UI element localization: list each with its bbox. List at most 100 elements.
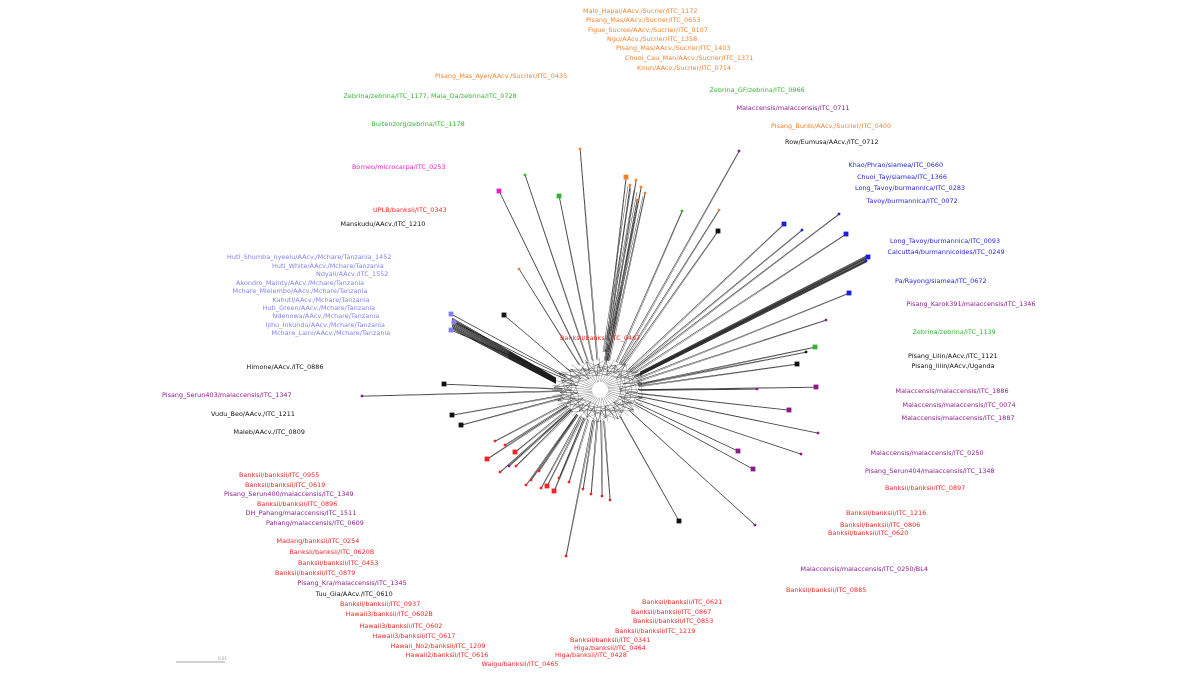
network-edge [608, 200, 638, 361]
network-edge [515, 408, 571, 453]
network-edge [540, 415, 581, 489]
taxon-label: Ijihu_Inkundu/AAcv./Mchare/Tanzania [265, 321, 385, 329]
network-edge [607, 384, 648, 388]
network-edge [608, 192, 646, 361]
network-edge [566, 396, 596, 413]
network-edge [494, 403, 566, 442]
tip-marker-square [735, 448, 741, 454]
taxon-label: Pisang_Mas/AAcv./Sucrier/ITC_1403 [616, 44, 731, 52]
network-edge [596, 363, 599, 376]
network-edge [605, 405, 612, 413]
network-edge [575, 398, 583, 405]
network-edge [560, 371, 593, 387]
taxon-label: Huti_Shumba_nyeelu/AAcv./Mchare/Tanzania… [227, 253, 392, 261]
network-edge [451, 317, 557, 379]
network-edge [570, 375, 582, 380]
network-edge [606, 375, 633, 380]
network-edge [499, 409, 571, 473]
taxon-label: Pisang_Serun404/malaccensis/ITC_1348 [865, 467, 995, 475]
network-edge [452, 395, 564, 416]
tip-marker-square [441, 381, 447, 387]
network-edge [619, 385, 631, 390]
network-edge [607, 180, 637, 361]
tip-marker-square [556, 193, 562, 199]
network-edge [624, 371, 632, 379]
network-edge [613, 363, 626, 373]
network-edge [444, 384, 564, 390]
network-edge [639, 261, 867, 376]
network-edge [586, 409, 588, 418]
network-edge [565, 367, 594, 386]
network-edge [608, 187, 642, 362]
network-edge [451, 320, 557, 380]
network-edge [622, 400, 635, 411]
network-edge [451, 324, 557, 382]
network-edge [607, 392, 643, 405]
taxon-label: Mchare_Laini/AAcv./Mchare/Tanzania [271, 329, 391, 337]
network-edge [451, 323, 557, 382]
network-edge [569, 389, 572, 412]
taxon-label: Hawaii2/banksii/ITC_0616 [405, 651, 489, 659]
taxon-label: Banksii/banksii/ITC_0879 [275, 569, 356, 577]
scale-bar: 0.01 [176, 656, 227, 663]
tip-marker-square [676, 518, 682, 524]
network-edge [605, 370, 639, 385]
taxon-label: Banksii/banksii/ITC_0621 [642, 598, 723, 606]
network-tips [360, 147, 871, 558]
network-edge [590, 420, 597, 495]
tip-marker-dot [539, 486, 543, 490]
network-edge [637, 392, 790, 411]
network-edge [637, 399, 802, 455]
network-edge [616, 371, 632, 379]
taxon-label: Pisang_Karok391/malaccensis/ITC_1346 [906, 300, 1036, 308]
tip-marker-square [843, 231, 849, 237]
taxon-label: DH_Pahang/malaccensis/ITC_1511 [245, 509, 357, 517]
network-edge [601, 359, 615, 383]
taxon-label: Pisang_Mas_Ayer/AAcv./Sucrier/ITC_0435 [435, 72, 568, 80]
network-edge [618, 150, 740, 364]
taxon-label: Banksii/banksii/ITC_0453 [298, 559, 379, 567]
network-edge [557, 395, 568, 401]
tip-marker-dot [635, 198, 639, 202]
tip-marker-dot [680, 209, 684, 213]
network-edge [631, 233, 847, 374]
network-edge [606, 364, 616, 376]
network-edge [525, 175, 589, 363]
network-edge [600, 420, 603, 497]
network-edge [602, 185, 629, 353]
network-edge [526, 414, 579, 486]
network-edge [580, 149, 599, 361]
network-edge [570, 369, 572, 391]
taxon-label: Buitenzorg/zebrina/ITC_1178 [371, 120, 465, 128]
network-edge [613, 372, 642, 383]
network-edge [575, 404, 598, 423]
network-edge [515, 410, 573, 467]
network-edge [610, 412, 619, 420]
network-edge [557, 394, 594, 405]
network-edge [606, 193, 641, 353]
taxon-label: Pahang/malaccensis/ITC_0609 [266, 519, 364, 527]
taxon-label: Pa/Rayong/siamea/ITC_0672 [895, 277, 987, 285]
taxon-label: Calcutta4/burmannicoides/ITC_0249 [887, 248, 1005, 256]
network-edge [582, 367, 590, 379]
network-edge [621, 393, 626, 413]
network-edge [622, 230, 719, 366]
network-edge [600, 397, 602, 423]
network-edge [610, 396, 620, 413]
taxon-label: Khao/Phrao/siamea/ITC_0660 [848, 161, 944, 169]
network-edge [559, 418, 586, 479]
network-edge [361, 390, 563, 397]
tip-marker-dot [755, 387, 759, 391]
tip-marker-dot [824, 318, 828, 322]
network-edge [606, 367, 608, 376]
network-edge [557, 397, 576, 401]
tip-marker-dot [523, 173, 527, 177]
taxon-label: Himone/AAcv./ITC_0886 [246, 363, 324, 371]
tip-marker-dot [634, 178, 638, 182]
tip-marker-dot [589, 492, 593, 496]
network-edge [609, 193, 646, 362]
network-edge [509, 410, 573, 467]
tip-marker-square [794, 361, 800, 367]
network-edge [620, 416, 680, 522]
network-edge [561, 379, 573, 382]
